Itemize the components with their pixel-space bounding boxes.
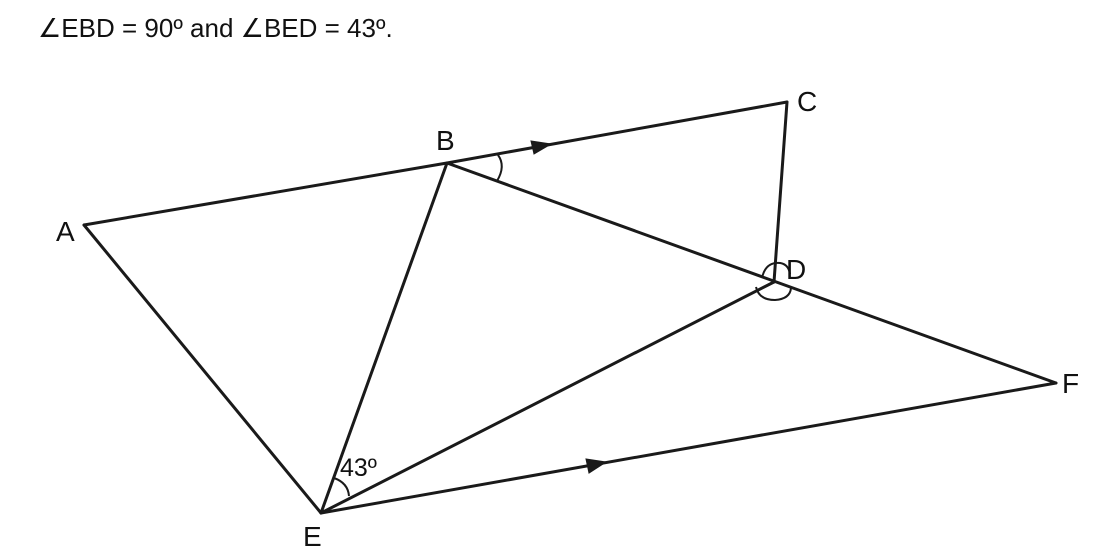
segment-be	[319, 161, 449, 515]
point-label-d: D	[786, 254, 806, 285]
point-label-b: B	[436, 125, 455, 156]
segment-ef	[319, 381, 1058, 515]
segment-bc	[445, 100, 789, 165]
problem-caption: ∠EBD = 90º and ∠BED = 43º.	[38, 13, 393, 43]
angle-arc-bed	[333, 477, 350, 497]
segment-ae	[82, 223, 323, 515]
point-label-c: C	[797, 86, 817, 117]
point-label-f: F	[1062, 368, 1079, 399]
angle-arc-bde-upper	[761, 261, 791, 279]
angle-arc-cbd	[496, 154, 503, 182]
angle-label-bed: 43º	[340, 454, 377, 482]
segment-ed	[319, 280, 776, 515]
angle-arc-bde-lower	[755, 286, 792, 302]
segment-cd	[772, 100, 789, 284]
parallel-arrow-ef	[585, 458, 608, 474]
segment-ab	[82, 161, 449, 227]
point-label-e: E	[303, 521, 322, 552]
point-label-a: A	[56, 216, 75, 247]
segment-bf	[445, 161, 1058, 385]
parallel-arrow-bc	[530, 140, 553, 155]
